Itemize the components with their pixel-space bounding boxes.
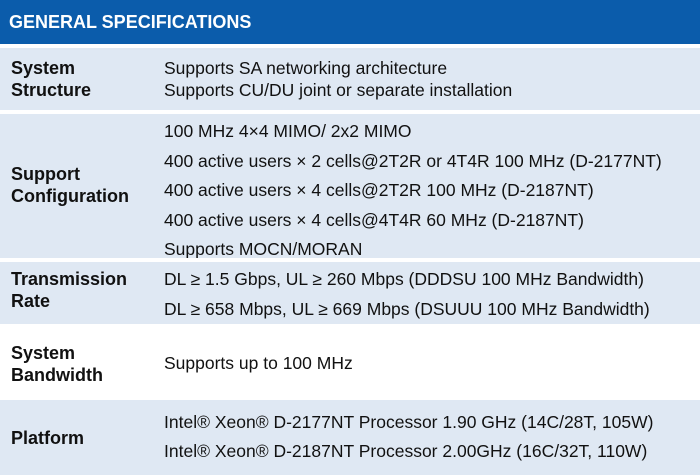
row-value-line: 400 active users × 2 cells@2T2R or 4T4R … [164,150,662,171]
row-label-line: Support [11,164,80,184]
row-value-line: 400 active users × 4 cells@4T4R 60 MHz (… [164,209,584,230]
row-label: Support Configuration [11,163,129,207]
row-label-line: System [11,58,76,78]
row-value-line: 100 MHz 4×4 MIMO/ 2x2 MIMO [164,121,412,141]
row-label-line: Bandwidth [11,365,103,385]
row-label: System Structure [11,57,91,101]
row-value-line: Intel® Xeon® D-2187NT Processor 2.00GHz … [164,441,648,461]
row-value-line: DL ≥ 658 Mbps, UL ≥ 669 Mbps (DSUUU 100 … [164,299,650,319]
table-header: GENERAL SPECIFICATIONS [0,0,700,44]
row-label: Platform [11,427,84,449]
row-values: Supports up to 100 MHz [164,352,353,374]
row-label-line: Configuration [11,186,129,206]
row-value-line: 400 active users × 4 cells@2T2R 100 MHz … [164,180,594,200]
row-support-configuration: Support Configuration 100 MHz 4×4 MIMO/ … [0,114,700,259]
row-label-line: Structure [11,80,92,100]
row-divider [0,110,700,114]
row-label: System Bandwidth [11,342,103,386]
row-value-line: Supports up to 100 MHz [164,353,353,373]
row-values: Supports SA networking architecture Supp… [164,57,512,101]
row-value-line: Supports CU/DU joint or separate install… [164,80,513,100]
row-system-structure: System Structure Supports SA networking … [0,48,700,110]
row-label-line: Transmission [11,269,128,289]
row-transmission-rate: Transmission Rate DL ≥ 1.5 Gbps, UL ≥ 26… [0,262,700,324]
row-values: 100 MHz 4×4 MIMO/ 2x2 MIMO 400 active us… [164,117,662,265]
row-values: Intel® Xeon® D-2177NT Processor 1.90 GHz… [164,408,653,466]
row-platform: Platform Intel® Xeon® D-2177NT Processor… [0,400,700,475]
row-value-line: DL ≥ 1.5 Gbps, UL ≥ 260 Mbps (DDDSU 100 … [164,269,644,289]
row-value-line: Supports SA networking architecture [164,58,448,78]
row-label-line: Platform [11,428,85,448]
row-label: Transmission Rate [11,268,127,312]
row-values: DL ≥ 1.5 Gbps, UL ≥ 260 Mbps (DDDSU 100 … [164,264,650,324]
row-value-line: Supports MOCN/MORAN [164,239,363,259]
row-system-bandwidth: System Bandwidth Supports up to 100 MHz [0,324,700,400]
row-divider [0,258,700,262]
row-label-line: Rate [11,291,51,311]
row-value-line: Intel® Xeon® D-2177NT Processor 1.90 GHz… [164,412,654,432]
row-label-line: System [11,343,76,363]
